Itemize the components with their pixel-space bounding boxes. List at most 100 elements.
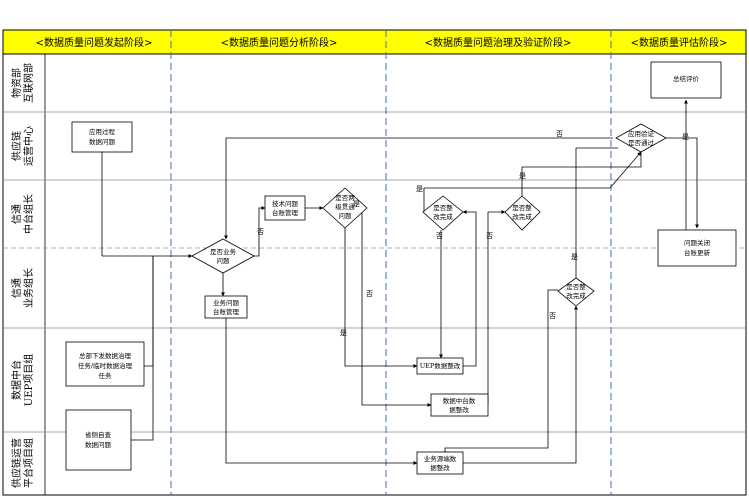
- edge-isdual-no-to-mid: [361, 212, 432, 407]
- connectors: [101, 99, 699, 465]
- decision-is-business-issue: 是否业务 问题: [191, 238, 255, 274]
- svg-text:业务组长: 业务组长: [22, 268, 35, 308]
- svg-text:改完成: 改完成: [566, 291, 586, 300]
- svg-text:是否整: 是否整: [512, 203, 532, 212]
- edge-isbiz-no-to-tech: [254, 206, 266, 257]
- label-chk1-yes: 是: [416, 185, 423, 193]
- node-hq-governance-task: 总部下发数据治理 任务/临时数据治理 任务: [65, 341, 145, 387]
- svg-text:信通: 信通: [11, 204, 23, 224]
- svg-text:据整改: 据整改: [430, 463, 450, 472]
- label-isdual-no: 否: [366, 290, 373, 298]
- phase-dividers: [170, 30, 612, 495]
- edge-chk2-yes-to-verify: [521, 152, 642, 196]
- svg-text:省侧自查: 省侧自查: [85, 430, 112, 439]
- edge-uep-to-chk1: [462, 210, 477, 367]
- svg-text:是否整: 是否整: [566, 282, 586, 291]
- node-biz-issue-ledger: 业务问题 台账管理: [204, 295, 248, 319]
- svg-text:总结评价: 总结评价: [673, 74, 700, 83]
- svg-text:数据问题: 数据问题: [89, 137, 116, 146]
- edge-isdual-yes-to-uep: [344, 226, 418, 368]
- svg-text:数据中台数: 数据中台数: [443, 396, 476, 405]
- label-chk3-no: 否: [549, 312, 556, 320]
- svg-text:UEP数据整改: UEP数据整改: [420, 361, 461, 370]
- svg-text:据整改: 据整改: [449, 405, 469, 414]
- svg-text:中台组长: 中台组长: [22, 194, 35, 234]
- edge-mid-to-chk2: [487, 210, 506, 405]
- edge-chk1-yes-to-verify: [423, 151, 642, 212]
- edge-prov-to-isbiz: [131, 256, 154, 441]
- lane-label-data-platform-uep: 数据中台 UEP项目组: [10, 354, 35, 406]
- phase-header-bar: [2, 29, 747, 55]
- decision-rectified-1: 是否整 改完成: [422, 195, 464, 231]
- svg-text:互联网部: 互联网部: [22, 63, 35, 103]
- decision-rectified-2: 是否整 改完成: [504, 195, 541, 231]
- svg-text:应用验证: 应用验证: [628, 129, 655, 138]
- label-chk2-no: 否: [486, 232, 493, 240]
- node-source-rectify: 业务源端数 据整改: [416, 451, 464, 475]
- node-tech-issue-ledger: 技术问题 台账管理: [264, 195, 306, 221]
- svg-text:台账管理: 台账管理: [213, 307, 240, 316]
- phase-label-evaluation: <数据质量评估阶段>: [631, 36, 728, 49]
- svg-text:技术问题: 技术问题: [272, 199, 299, 208]
- edge-chk3-no-to-src: [443, 289, 558, 456]
- svg-text:供应链运营: 供应链运营: [10, 438, 23, 488]
- label-verify-yes: 是: [682, 133, 689, 141]
- edge-chk3-yes-to-verify: [575, 147, 618, 278]
- svg-text:信通: 信通: [11, 278, 23, 298]
- label-isdual-yes2: 是: [340, 329, 347, 337]
- label-verify-no: 否: [556, 130, 563, 138]
- lane-label-supply-platform-team: 供应链运营 平台项目组: [10, 438, 35, 488]
- svg-text:台账更新: 台账更新: [684, 248, 711, 257]
- edge-verify-no-to-isbiz: [224, 137, 613, 240]
- svg-text:业务问题: 业务问题: [213, 298, 240, 307]
- svg-text:是否通过: 是否通过: [628, 138, 655, 147]
- lane-label-materials-internet: 物资部 互联网部: [10, 63, 35, 103]
- svg-text:问题关闭: 问题关闭: [684, 238, 710, 247]
- lane-label-supply-chain-ops: 供应链 运营中心: [10, 126, 35, 166]
- node-midplatform-rectify: 数据中台数 据整改: [430, 393, 489, 417]
- lane-label-it-business-lead: 信通 业务组长: [11, 268, 35, 308]
- node-app-process-issue: 应用过程 数据问题: [71, 121, 133, 153]
- svg-text:总部下发数据治理: 总部下发数据治理: [79, 351, 132, 360]
- decision-verification-passed: 应用验证 是否通过: [615, 123, 667, 153]
- node-uep-rectify: UEP数据整改: [416, 357, 464, 375]
- svg-text:任务: 任务: [99, 371, 113, 380]
- svg-text:问题: 问题: [339, 212, 353, 220]
- decision-is-dual-level-issue: 是否两 级贯通 问题: [322, 187, 368, 229]
- phase-label-analysis: <数据质量问题分析阶段>: [221, 36, 338, 49]
- phase-label-initiation: <数据质量问题发起阶段>: [36, 36, 153, 49]
- lane-label-it-platform-lead: 信通 中台组长: [11, 194, 35, 234]
- decision-rectified-3: 是否整 改完成: [557, 277, 595, 307]
- svg-text:改完成: 改完成: [433, 212, 453, 221]
- svg-text:应用过程: 应用过程: [89, 127, 116, 136]
- svg-text:数据问题: 数据问题: [85, 440, 112, 449]
- svg-text:平台项目组: 平台项目组: [22, 438, 35, 488]
- edge-biz-to-src: [225, 318, 418, 465]
- svg-text:业务源端数: 业务源端数: [424, 454, 457, 463]
- label-isbiz-no: 否: [257, 228, 264, 236]
- svg-text:供应链: 供应链: [10, 131, 23, 161]
- label-chk1-no: 否: [436, 232, 443, 240]
- svg-text:UEP项目组: UEP项目组: [22, 354, 35, 406]
- node-province-self-check: 省侧自查 数据问题: [65, 409, 132, 471]
- svg-text:运营中心: 运营中心: [22, 126, 35, 166]
- svg-text:改完成: 改完成: [512, 212, 532, 221]
- svg-text:级贯通: 级贯通: [335, 202, 355, 211]
- node-summary-evaluation: 总结评价: [650, 61, 722, 99]
- edge-src-to-chk3: [463, 305, 578, 464]
- edge-verify-yes-to-close: [663, 137, 699, 229]
- phase-label-governance: <数据质量问题治理及验证阶段>: [425, 36, 572, 49]
- svg-text:物资部: 物资部: [10, 68, 23, 98]
- node-close-issue: 问题关闭 台账更新: [657, 229, 737, 267]
- label-chk2-yes: 是: [519, 172, 526, 180]
- svg-text:是否整: 是否整: [433, 203, 453, 212]
- svg-text:台账管理: 台账管理: [272, 208, 299, 217]
- svg-text:是否两: 是否两: [335, 194, 355, 202]
- diagram-frame: [2, 29, 747, 496]
- svg-text:问题: 问题: [217, 257, 231, 265]
- svg-text:任务/临时数据治理: 任务/临时数据治理: [78, 361, 133, 370]
- label-chk3-yes: 是: [571, 253, 578, 261]
- svg-text:数据中台: 数据中台: [10, 360, 23, 400]
- label-isdual-yes: 是: [353, 200, 360, 208]
